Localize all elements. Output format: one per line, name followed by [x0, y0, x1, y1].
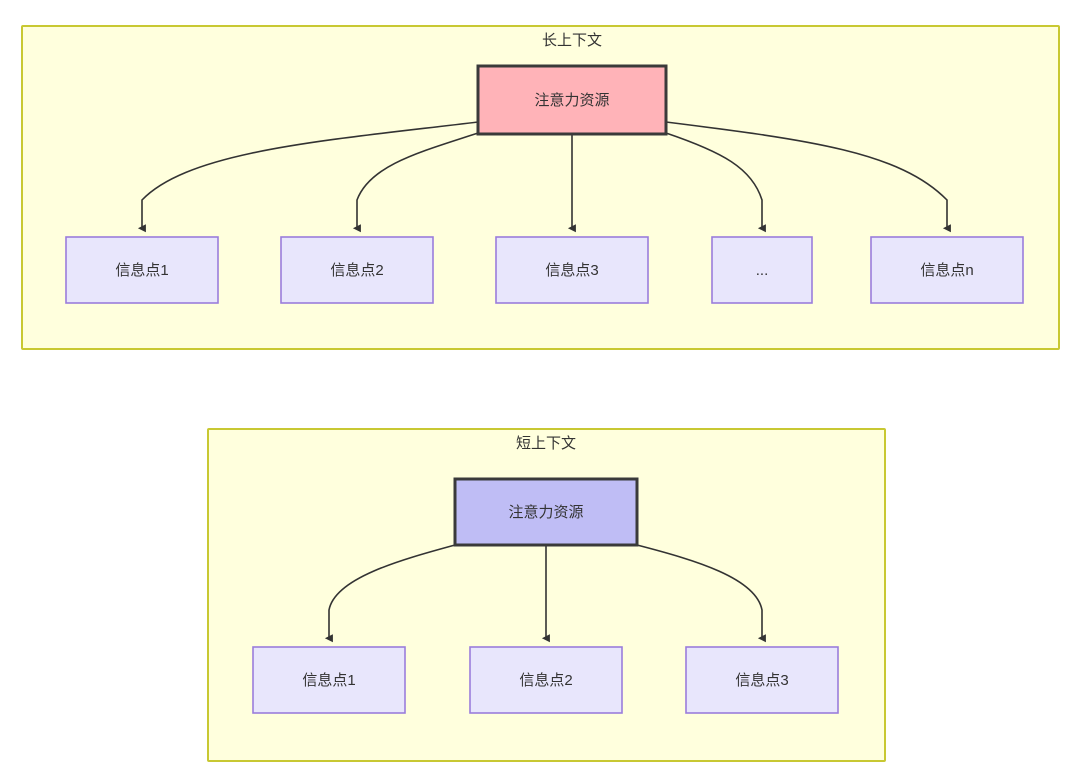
node-info-point-n-long[interactable]: 信息点n: [870, 236, 1024, 304]
node-info-point-1-long-label: 信息点1: [115, 262, 168, 279]
node-attention-resource-short-box[interactable]: [453, 477, 639, 547]
node-attention-resource-short[interactable]: 注意力资源: [453, 477, 639, 547]
edge-root-to-info-1-short: [324, 544, 456, 643]
node-info-point-1-long-box[interactable]: [65, 236, 219, 304]
node-info-point-1-short[interactable]: 信息点1: [252, 646, 406, 714]
node-attention-resource-long[interactable]: 注意力资源: [476, 64, 668, 136]
node-info-point-1-short-label: 信息点1: [302, 672, 355, 689]
node-info-point-2-short-label: 信息点2: [519, 672, 572, 689]
panel-long-context: 长上下文 注意力资源 信息点1 信息点2: [21, 25, 1060, 350]
edge-root-to-info-3-short: [636, 544, 766, 643]
node-info-point-1-long[interactable]: 信息点1: [65, 236, 219, 304]
panel-short-context: 短上下文 注意力资源 信息点1 信息点2: [207, 428, 886, 762]
node-info-point-1-short-box[interactable]: [252, 646, 406, 714]
edges-short-context: [324, 544, 766, 643]
node-info-point-ellipsis-long[interactable]: ...: [711, 236, 813, 304]
node-info-point-2-long[interactable]: 信息点2: [280, 236, 434, 304]
node-attention-resource-short-label: 注意力资源: [508, 503, 583, 521]
node-info-point-3-short[interactable]: 信息点3: [685, 646, 839, 714]
edge-root-to-info-5: [665, 121, 951, 233]
node-info-point-3-short-box[interactable]: [685, 646, 839, 714]
node-info-point-2-long-label: 信息点2: [330, 262, 383, 279]
panel-long-context-title: 长上下文: [542, 32, 602, 49]
node-attention-resource-long-box[interactable]: [476, 64, 668, 136]
node-info-point-3-long-box[interactable]: [495, 236, 649, 304]
node-info-point-n-long-box[interactable]: [870, 236, 1024, 304]
node-attention-resource-long-label: 注意力资源: [534, 91, 609, 109]
node-info-point-2-long-box[interactable]: [280, 236, 434, 304]
edge-root-to-info-2: [352, 132, 479, 233]
node-info-point-3-long[interactable]: 信息点3: [495, 236, 649, 304]
node-info-point-3-short-label: 信息点3: [735, 672, 788, 689]
node-info-point-2-short[interactable]: 信息点2: [469, 646, 623, 714]
edges-long-context: [137, 121, 951, 233]
panel-short-context-title: 短上下文: [516, 435, 576, 452]
edge-root-to-info-4: [665, 132, 766, 233]
node-info-point-ellipsis-long-label: ...: [756, 262, 769, 279]
edge-root-to-info-1: [137, 121, 479, 233]
node-info-point-n-long-label: 信息点n: [920, 262, 973, 279]
node-info-point-2-short-box[interactable]: [469, 646, 623, 714]
node-info-point-3-long-label: 信息点3: [545, 262, 598, 279]
node-info-point-ellipsis-long-box[interactable]: [711, 236, 813, 304]
